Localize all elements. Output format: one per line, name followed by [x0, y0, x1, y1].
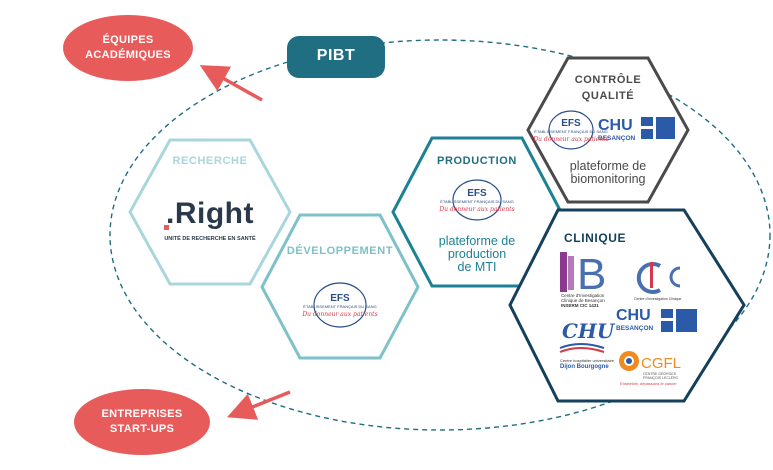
svg-text:BESANÇON: BESANÇON — [598, 135, 636, 142]
svg-text:Du donneur aux patients: Du donneur aux patients — [301, 311, 377, 318]
efs-logo-developpement: EFS ÉTABLISSEMENT FRANÇAIS DU SANG Du do… — [301, 282, 378, 328]
svg-text:BESANÇON: BESANÇON — [616, 325, 654, 332]
svg-text:CGFL: CGFL — [641, 355, 681, 372]
svg-text:CHU: CHU — [598, 117, 633, 134]
pibt-label: PIBT — [316, 47, 356, 64]
developpement-title: DÉVELOPPEMENT — [286, 245, 394, 257]
svg-text:Du donneur aux patients: Du donneur aux patients — [438, 206, 514, 213]
svg-text:EFS: EFS — [467, 188, 487, 199]
hex-recherche — [128, 138, 292, 286]
clinique-title: CLINIQUE — [564, 231, 627, 245]
svg-text:Centre hospitalier universitai: Centre hospitalier universitaire — [560, 358, 615, 363]
svg-text:FRANÇOIS LECLERC: FRANÇOIS LECLERC — [643, 376, 679, 380]
cgfl-logo: CGFL CENTRE GEORGES FRANÇOIS LECLERC Ens… — [619, 351, 681, 386]
controle-title: CONTRÔLE QUALITÉ — [574, 74, 642, 102]
equipes-bubble — [63, 15, 193, 81]
pibt-badge — [287, 36, 385, 78]
arrow-to-entreprises — [227, 390, 291, 420]
entreprises-bubble — [74, 389, 210, 455]
entreprises-label: ENTREPRISES START-UPS — [101, 408, 183, 435]
svg-text:ÉTABLISSEMENT FRANÇAIS DU SANG: ÉTABLISSEMENT FRANÇAIS DU SANG — [534, 129, 607, 134]
chu-dijon-logo: CHU Centre hospitalier universitaire Dij… — [559, 319, 616, 370]
svg-text:CENTRE GEORGES: CENTRE GEORGES — [643, 372, 677, 376]
svg-text:Dijon Bourgogne: Dijon Bourgogne — [560, 364, 609, 370]
svg-text:Centre d'Investigation Cliniqu: Centre d'Investigation Clinique — [634, 297, 681, 301]
svg-text:ÉTABLISSEMENT FRANÇAIS DU SANG: ÉTABLISSEMENT FRANÇAIS DU SANG — [440, 199, 513, 204]
svg-text:B: B — [577, 250, 606, 299]
right-logo-text: .Right — [166, 197, 254, 230]
svg-text:Centre d'Investigation: Centre d'Investigation — [561, 293, 605, 298]
chu-besancon-logo-controle: CHU BESANÇON — [598, 117, 675, 142]
pibt-dashed-ellipse — [109, 39, 771, 431]
hex-controle — [526, 56, 690, 204]
svg-text:CHU: CHU — [562, 319, 616, 343]
right-logo-dot — [164, 225, 169, 230]
right-logo-subtitle: UNITÉ DE RECHERCHE EN SANTÉ — [164, 236, 256, 242]
controle-subtitle: plateforme de biomonitoring — [569, 159, 647, 186]
cic-dijon-logo: Centre d'Investigation Clinique — [634, 262, 681, 301]
efs-logo-controle: EFS ÉTABLISSEMENT FRANÇAIS DU SANG Du do… — [532, 110, 609, 150]
svg-text:Clinique de Besançon: Clinique de Besançon — [561, 298, 605, 303]
arrow-to-equipes — [199, 65, 263, 102]
svg-text:Ensemble, dépassons le cancer: Ensemble, dépassons le cancer — [620, 381, 677, 386]
chu-besancon-logo-clinique: CHU BESANÇON — [616, 307, 697, 332]
svg-text:EFS: EFS — [330, 293, 350, 304]
svg-text:EFS: EFS — [561, 118, 581, 129]
svg-text:CHU: CHU — [616, 307, 651, 324]
svg-text:ÉTABLISSEMENT FRANÇAIS DU SANG: ÉTABLISSEMENT FRANÇAIS DU SANG — [303, 304, 376, 309]
production-subtitle: plateforme de production de MTI — [438, 234, 516, 274]
efs-logo-production: EFS ÉTABLISSEMENT FRANÇAIS DU SANG Du do… — [438, 179, 515, 221]
production-title: PRODUCTION — [437, 155, 517, 167]
svg-text:INSERM CIC 1431: INSERM CIC 1431 — [561, 303, 599, 308]
equipes-label: ÉQUIPES ACADÉMIQUES — [85, 34, 171, 61]
cic-besancon-logo: B Centre d'Investigation Clinique de Bes… — [560, 250, 606, 308]
svg-text:Du donneur aux patients: Du donneur aux patients — [532, 136, 608, 143]
recherche-title: RECHERCHE — [172, 155, 248, 167]
